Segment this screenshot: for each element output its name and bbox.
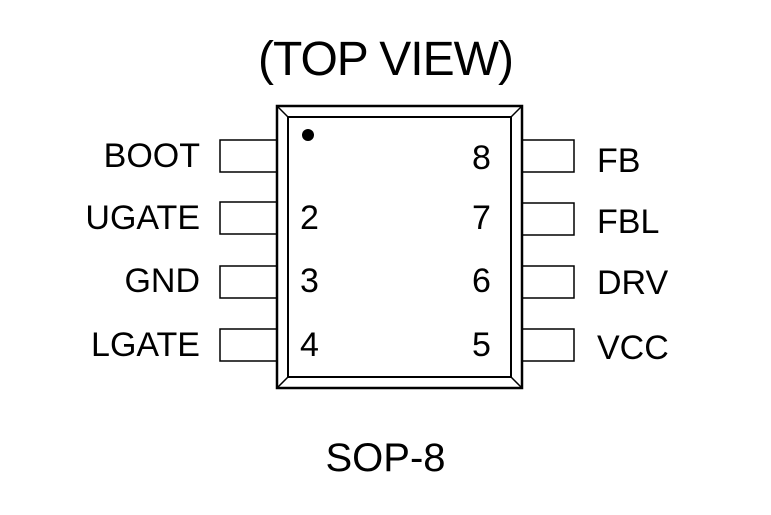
pin-number-4: 4 (300, 326, 319, 364)
pin-lead-8 (521, 139, 575, 173)
pin-number-5: 5 (472, 326, 491, 364)
package-name: SOP-8 (325, 436, 446, 480)
pin-label-7: FBL (597, 203, 660, 241)
chip-body-outline (275, 104, 524, 390)
bevel-corner-br (510, 376, 523, 389)
bevel-corner-bl (276, 376, 289, 389)
diagram-title: (TOP VIEW) (258, 33, 514, 86)
bevel-corner-tr (510, 105, 523, 118)
pin-label-8: FB (597, 142, 641, 180)
pin-label-6: DRV (597, 264, 669, 302)
pin-lead-5 (521, 328, 575, 362)
pin-number-3: 3 (300, 262, 319, 300)
pin-label-5: VCC (597, 329, 669, 367)
pin-lead-3 (219, 265, 278, 299)
pin-lead-1 (219, 139, 278, 173)
pin-number-2: 2 (300, 199, 319, 237)
pin-lead-6 (521, 265, 575, 299)
pin-lead-2 (219, 201, 278, 235)
pin-number-8: 8 (472, 139, 491, 177)
chip-body-bevel (287, 116, 512, 378)
pin-label-1: BOOT (103, 137, 200, 175)
pin-number-6: 6 (472, 262, 491, 300)
pin-label-3: GND (124, 262, 200, 300)
pin-lead-4 (219, 328, 278, 362)
pin-lead-7 (521, 202, 575, 236)
bevel-corner-tl (276, 105, 289, 118)
pin1-marker-dot (302, 129, 314, 141)
pin-number-7: 7 (472, 199, 491, 237)
pin-label-4: LGATE (91, 326, 200, 364)
pin-label-2: UGATE (85, 199, 200, 237)
